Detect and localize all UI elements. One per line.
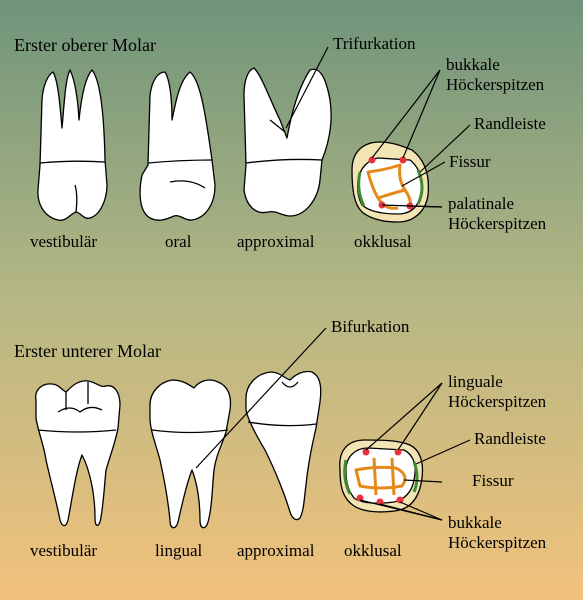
lower-view-label-occlusal: okklusal: [344, 541, 402, 560]
upper-occlusal-tooth: [351, 141, 430, 223]
upper-fissure-label: Fissur: [449, 152, 491, 171]
upper-view-label-occlusal: okklusal: [354, 232, 412, 251]
upper-molar-title: Erster oberer Molar: [14, 35, 156, 55]
lower-lingual-tooth: [149, 379, 232, 529]
upper-view-label-oral: oral: [165, 232, 192, 251]
lower-view-label-vestibular: vestibulär: [30, 541, 98, 560]
lower-occlusal-tooth: [339, 439, 424, 513]
upper-oral-tooth: [139, 71, 216, 221]
upper-view-label-approximal: approximal: [237, 232, 315, 251]
lower-furcation-label: Bifurkation: [331, 317, 410, 336]
lower-cusps-label-line1: linguale: [448, 372, 503, 391]
lower-fissure-label: Fissur: [472, 471, 514, 490]
lower-vestibular-tooth: [35, 380, 121, 527]
lower-molar-title: Erster unterer Molar: [14, 341, 161, 361]
lower-buccal-cusps-label-line1: bukkale: [448, 513, 502, 532]
lower-cusps-label-line2: Höckerspitzen: [448, 392, 547, 411]
lower-approximal-tooth: [245, 370, 322, 521]
lower-marginal-ridge-label: Randleiste: [474, 429, 546, 448]
cusp-markers: [356, 156, 414, 506]
upper-view-label-vestibular: vestibulär: [30, 232, 98, 251]
upper-palatal-cusps-label-line2: Höckerspitzen: [448, 214, 547, 233]
upper-approximal-tooth: [243, 67, 332, 217]
upper-marginal-ridge-label: Randleiste: [474, 114, 546, 133]
leader-lines: [195, 46, 471, 521]
lower-view-label-lingual: lingual: [155, 541, 203, 560]
upper-palatal-cusps-label-line1: palatinale: [448, 194, 515, 213]
lower-buccal-cusps-label-line2: Höckerspitzen: [448, 533, 547, 552]
upper-furcation-label: Trifurkation: [333, 34, 416, 53]
upper-cusps-label-line2: Höckerspitzen: [446, 75, 545, 94]
lower-view-label-approximal: approximal: [237, 541, 315, 560]
upper-vestibular-tooth: [37, 69, 108, 221]
upper-cusps-label-line1: bukkale: [446, 55, 500, 74]
